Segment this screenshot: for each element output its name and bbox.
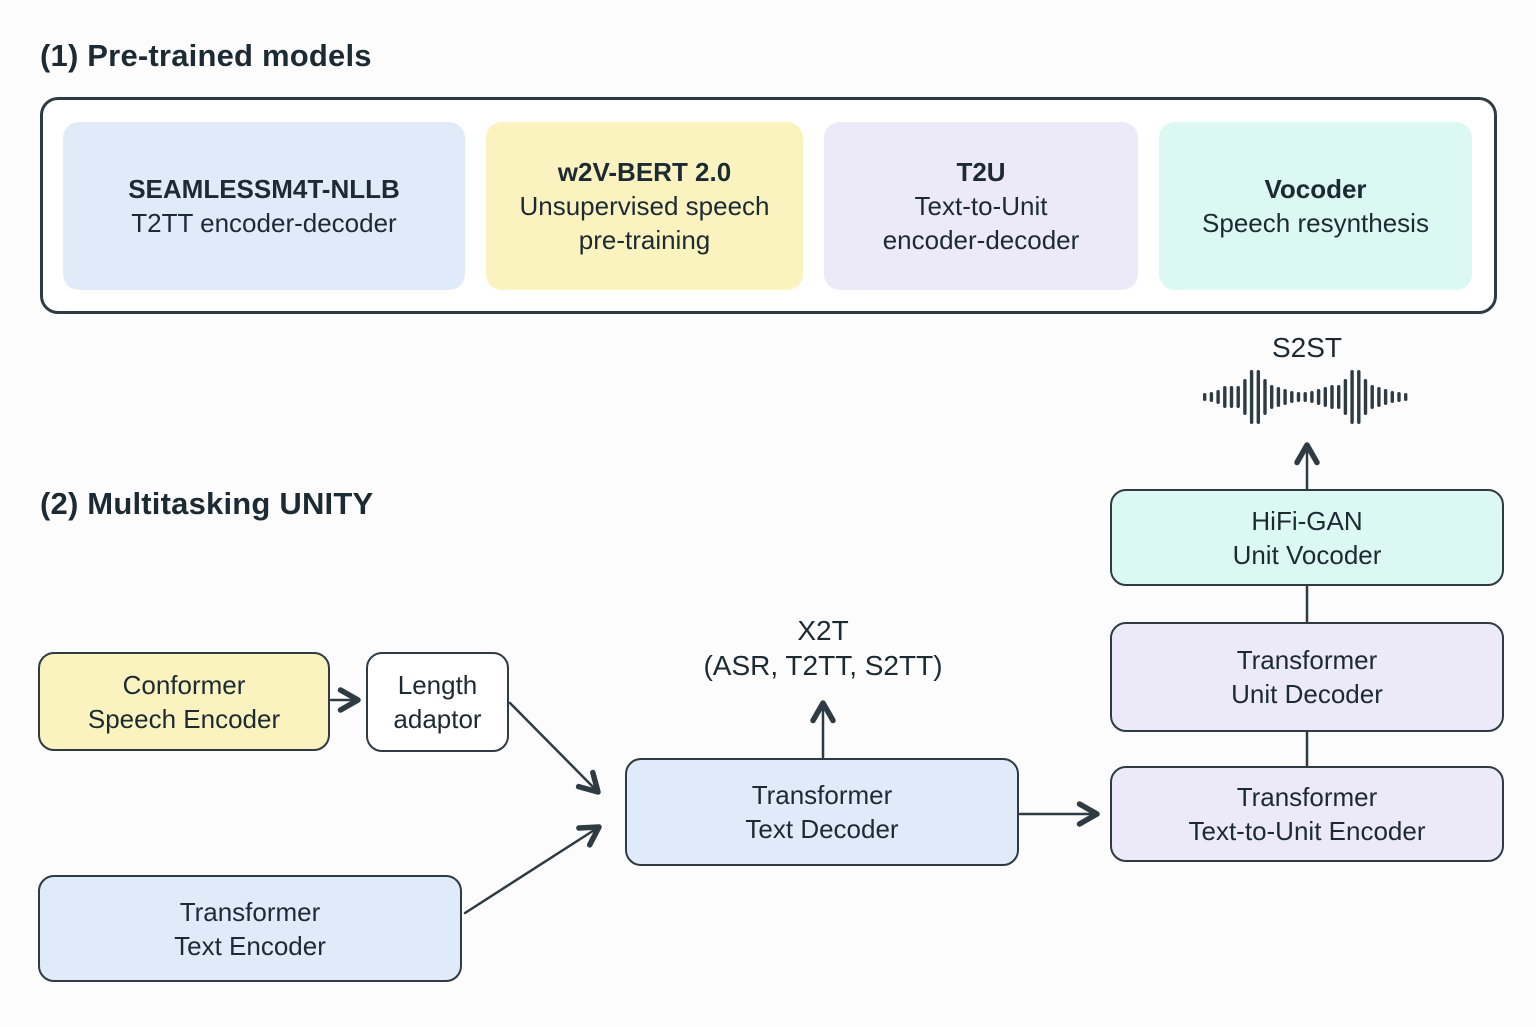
node-label-line: Transformer	[1236, 782, 1378, 812]
transformer-unit-decoder-node: Transformer Unit Decoder	[1110, 622, 1504, 732]
node-label-line: Text-to-Unit Encoder	[1188, 816, 1426, 846]
card-title: SEAMLESSM4T-NLLB	[128, 173, 400, 204]
transformer-text-decoder-node: Transformer Text Decoder	[625, 758, 1019, 866]
card-subtitle: Unsupervised speech	[519, 190, 770, 221]
card-seamlessm4t-nllb: SEAMLESSM4T-NLLB T2TT encoder-decoder	[63, 121, 465, 290]
node-label-line: Text Decoder	[745, 814, 899, 844]
node-label-line: Speech Encoder	[87, 703, 281, 734]
node-label-line: Unit Decoder	[1231, 679, 1383, 709]
transformer-text-encoder-node: Transformer Text Encoder	[38, 875, 462, 982]
card-subtitle: encoder-decoder	[882, 224, 1080, 255]
card-vocoder: Vocoder Speech resynthesis	[1159, 121, 1472, 290]
node-label-line: Transformer	[179, 896, 321, 927]
card-title: T2U	[956, 156, 1006, 187]
arrow-length-adaptor-to-text-decoder	[508, 701, 601, 795]
node-label-line: adaptor	[393, 704, 482, 734]
hifi-gan-unit-vocoder-node: HiFi-GAN Unit Vocoder	[1110, 489, 1504, 586]
card-subtitle: Text-to-Unit	[914, 190, 1048, 221]
card-t2u: T2U Text-to-Unit encoder-decoder	[824, 121, 1138, 290]
card-subtitle: T2TT encoder-decoder	[131, 207, 397, 238]
s2st-label: S2ST	[1271, 332, 1343, 363]
conformer-speech-encoder-node: Conformer Speech Encoder	[38, 652, 330, 751]
node-label-line: Transformer	[751, 780, 893, 810]
arrow-text-encoder-to-text-decoder	[463, 824, 602, 915]
card-subtitle: pre-training	[578, 224, 711, 255]
pretrained-models-panel: SEAMLESSM4T-NLLB T2TT encoder-decoder w2…	[40, 97, 1497, 314]
multitasking-unity-title: (2) Multitasking UNITY	[40, 486, 374, 521]
pretrained-models-title: (1) Pre-trained models	[40, 38, 372, 73]
x2t-label-line: X2T	[797, 615, 849, 646]
transformer-text-to-unit-encoder-node: Transformer Text-to-Unit Encoder	[1110, 766, 1504, 862]
node-label-line: Unit Vocoder	[1232, 539, 1382, 570]
card-subtitle: Speech resynthesis	[1202, 207, 1429, 238]
node-label-line: Text Encoder	[174, 930, 326, 961]
node-label-line: Length	[397, 670, 478, 700]
card-title: w2V-BERT 2.0	[557, 156, 732, 187]
card-w2v-bert: w2V-BERT 2.0 Unsupervised speech pre-tra…	[486, 121, 803, 290]
audio-waveform-icon	[1203, 370, 1408, 424]
length-adaptor-node: Length adaptor	[366, 652, 509, 752]
node-label-line: Conformer	[122, 669, 246, 700]
x2t-label: X2T (ASR, T2TT, S2TT)	[703, 613, 942, 683]
node-label-line: Transformer	[1236, 645, 1378, 675]
node-label-line: HiFi-GAN	[1251, 505, 1363, 536]
card-title: Vocoder	[1264, 173, 1367, 204]
x2t-tasks-line: (ASR, T2TT, S2TT)	[703, 650, 943, 681]
